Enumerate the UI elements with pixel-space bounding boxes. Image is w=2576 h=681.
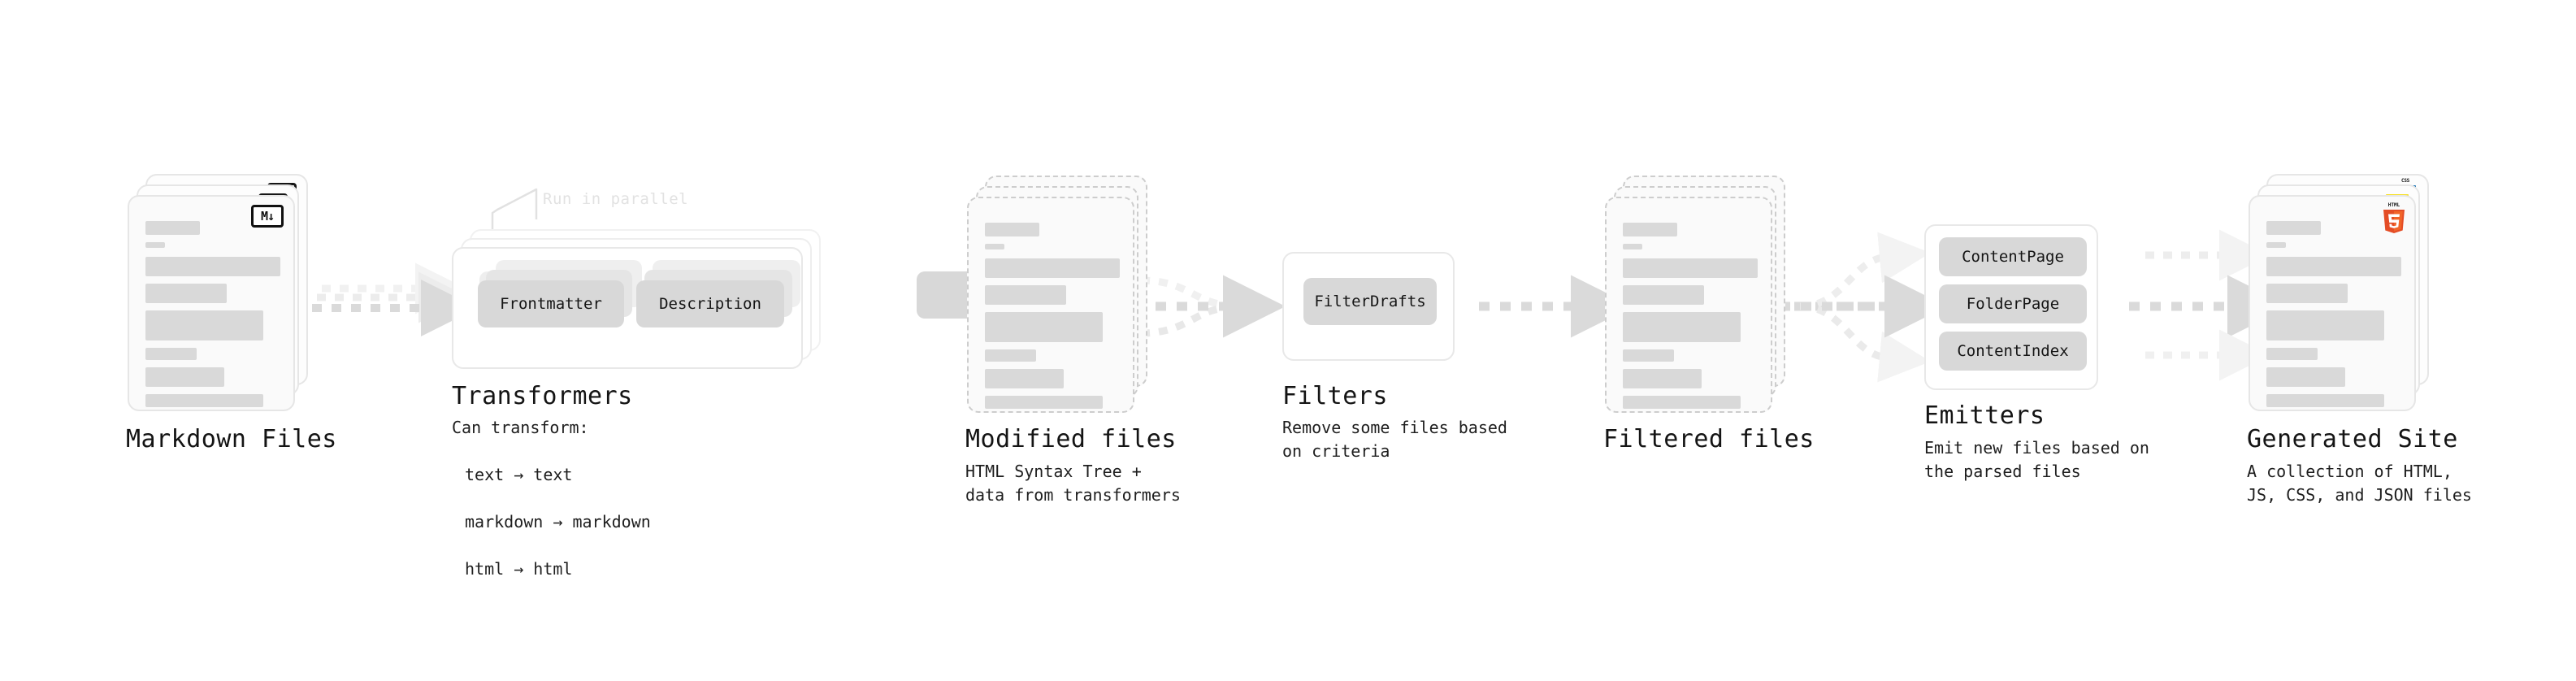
skeleton-bar — [1623, 349, 1674, 362]
filtered-files-title: Filtered files — [1603, 425, 1815, 453]
skeleton-bar — [1623, 396, 1741, 409]
skeleton-bar — [2266, 310, 2384, 340]
skeleton-bar — [2266, 348, 2318, 360]
skeleton-bar — [985, 244, 1004, 249]
skeleton-bar — [2266, 284, 2348, 303]
skeleton-bar — [145, 221, 200, 235]
arrow-transformers-to-modified — [1134, 275, 1286, 338]
contentpage-chip[interactable]: ContentPage — [1939, 237, 2087, 276]
skeleton-bar — [2266, 394, 2384, 407]
skeleton-bar — [985, 396, 1103, 409]
css-badge-label: CSS — [2401, 178, 2409, 184]
skeleton-bar — [145, 257, 280, 276]
skeleton-bar — [2266, 367, 2345, 387]
markdown-files-title: Markdown Files — [126, 425, 337, 453]
skeleton-bar — [985, 349, 1036, 362]
filters-desc: Remove some files based on criteria — [1282, 418, 1507, 461]
skeleton-bar — [1623, 258, 1758, 278]
skeleton-bar — [1623, 285, 1704, 305]
skeleton-bar — [145, 348, 197, 360]
filters-box: FilterDrafts — [1282, 252, 1455, 361]
emitters-box: ContentPage FolderPage ContentIndex — [1924, 224, 2098, 390]
filtered-card-front — [1605, 197, 1772, 413]
skeleton-bar — [2266, 242, 2286, 248]
skeleton-bars — [985, 223, 1120, 416]
transformers-bullet: markdown → markdown — [465, 512, 651, 531]
arrow-filtered-to-emitters — [1780, 232, 1947, 383]
generated-card-front: HTML — [2249, 195, 2416, 411]
transformers-bullet: html → html — [465, 559, 573, 579]
arrow-markdown-to-transformers — [312, 262, 478, 336]
emitters-desc: Emit new files based on the parsed files — [1924, 438, 2149, 481]
description-chip[interactable]: Description — [636, 280, 784, 327]
filterdrafts-chip[interactable]: FilterDrafts — [1303, 278, 1437, 325]
generated-site-desc: A collection of HTML, JS, CSS, and JSON … — [2247, 462, 2472, 505]
html5-badge: HTML — [2383, 202, 2405, 233]
skeleton-bar — [145, 367, 224, 387]
markdown-card-front: M↓ — [128, 195, 295, 411]
transformers-bullets: text → text markdown → markdown html → h… — [465, 440, 651, 605]
skeleton-bar — [2266, 221, 2321, 235]
skeleton-bar — [145, 394, 263, 407]
modified-card-front — [967, 197, 1134, 413]
skeleton-bar — [985, 369, 1064, 388]
skeleton-bars — [145, 221, 280, 414]
transformers-desc: Can transform: — [452, 418, 589, 437]
skeleton-bar — [1623, 223, 1677, 236]
transformers-bullet: text → text — [465, 465, 573, 484]
skeleton-bar — [985, 223, 1039, 236]
skeleton-bar — [985, 312, 1103, 342]
frontmatter-chip[interactable]: Frontmatter — [478, 280, 624, 327]
skeleton-bar — [145, 242, 165, 248]
skeleton-bar — [985, 258, 1120, 278]
contentindex-chip[interactable]: ContentIndex — [1939, 332, 2087, 371]
arrow-emitters-to-site — [2129, 229, 2290, 381]
transformers-title: Transformers — [452, 382, 633, 410]
markdown-badge: M↓ — [251, 205, 284, 228]
skeleton-bar — [2266, 257, 2401, 276]
generated-site-title: Generated Site — [2247, 425, 2458, 453]
skeleton-bar — [145, 284, 227, 303]
folderpage-chip[interactable]: FolderPage — [1939, 284, 2087, 323]
skeleton-bar — [1623, 244, 1642, 249]
modified-files-desc: HTML Syntax Tree + data from transformer… — [965, 462, 1181, 505]
svg-text:HTML: HTML — [2388, 202, 2400, 208]
skeleton-bar — [985, 285, 1066, 305]
skeleton-bar — [1623, 312, 1741, 342]
modified-files-title: Modified files — [965, 425, 1177, 453]
skeleton-bar — [1623, 369, 1702, 388]
run-in-parallel-label: Run in parallel — [543, 190, 689, 208]
skeleton-bar — [145, 310, 263, 340]
skeleton-bars — [2266, 221, 2401, 414]
emitters-title: Emitters — [1924, 401, 2045, 430]
skeleton-bars — [1623, 223, 1758, 416]
filters-title: Filters — [1282, 382, 1388, 410]
